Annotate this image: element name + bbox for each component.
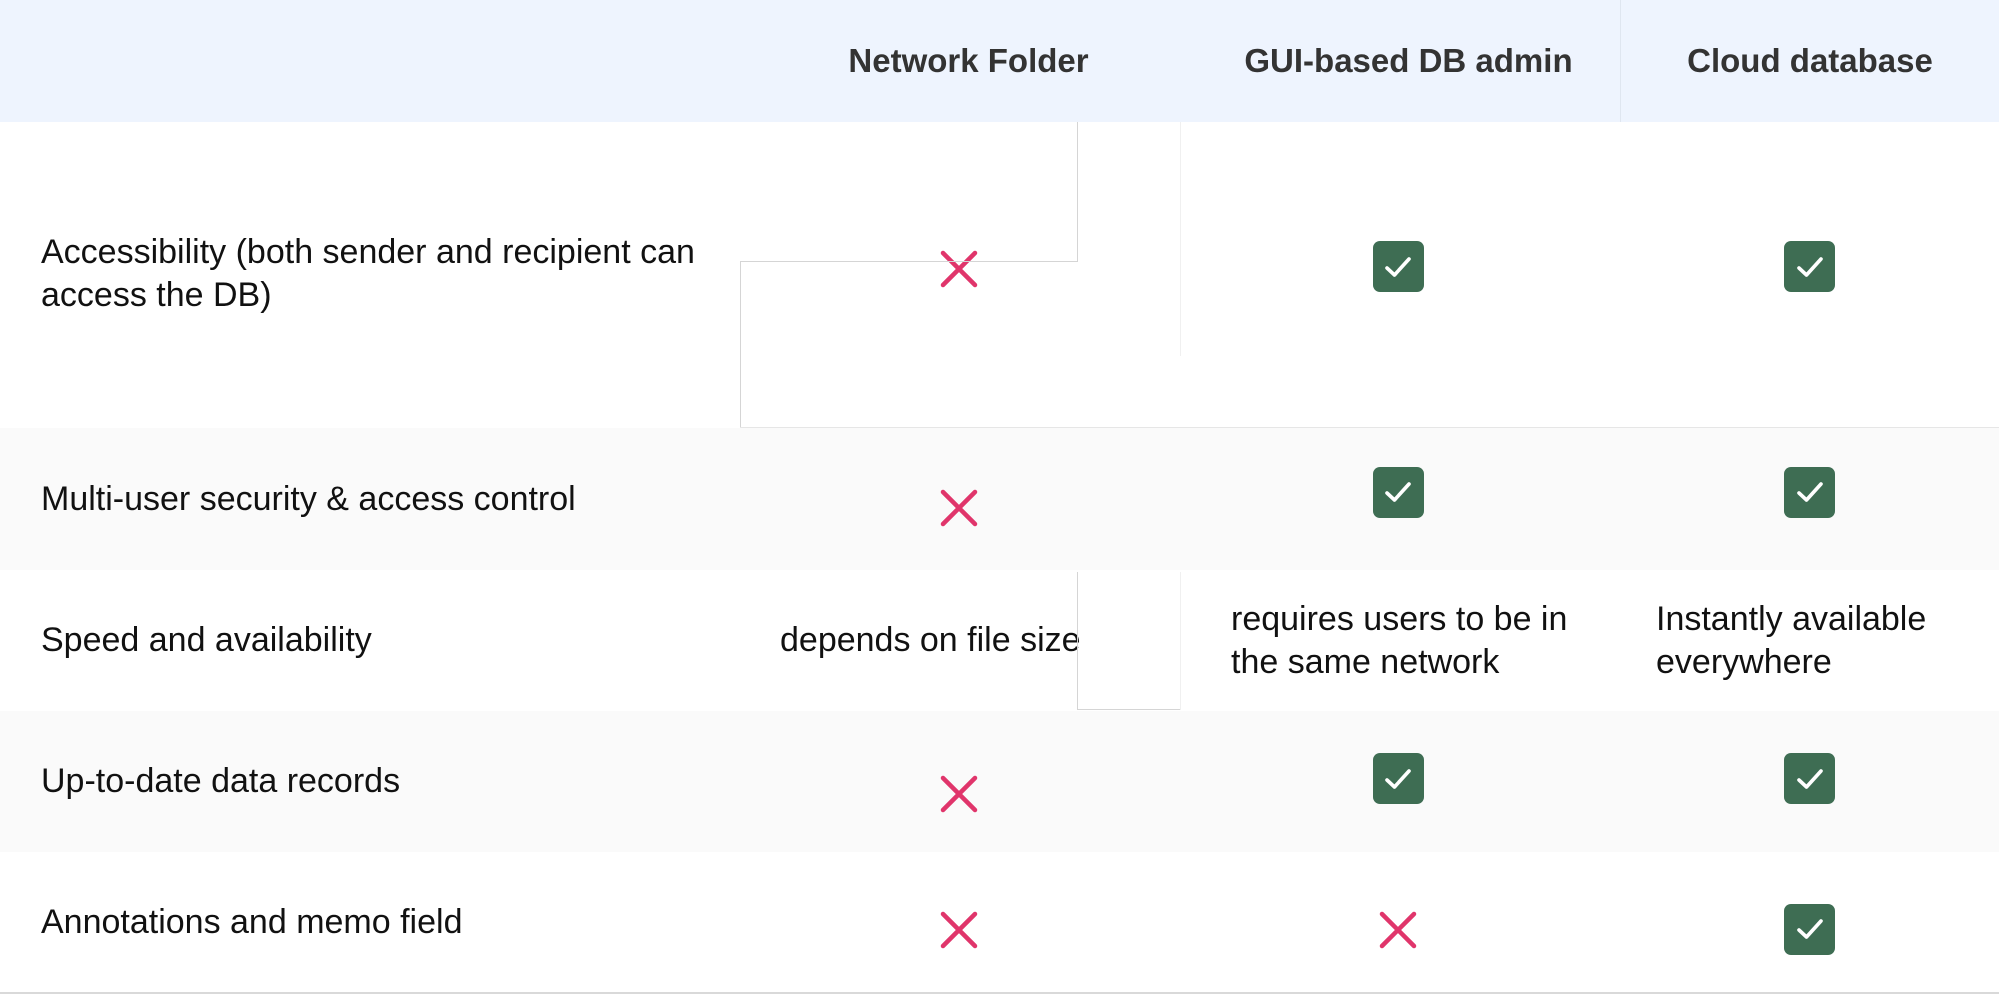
cell-cloud-database — [1620, 852, 1999, 992]
row-label: Accessibility (both sender and recipient… — [41, 232, 695, 314]
cross-icon — [1378, 910, 1418, 950]
cell-cloud-database — [1620, 711, 1999, 852]
row-label: Speed and availability — [41, 621, 372, 659]
row-label: Annotations and memo field — [41, 902, 463, 941]
cell-cloud-database — [1620, 122, 1999, 427]
cell-cloud-database — [1620, 428, 1999, 570]
grid-line — [1180, 122, 1181, 356]
grid-line — [1077, 709, 1181, 710]
cell-gui-db-admin — [1180, 428, 1616, 570]
cell-text: requires users to be in the same network — [1231, 599, 1568, 681]
check-icon — [1784, 903, 1835, 955]
cell-text: depends on file size — [780, 621, 1081, 659]
cell-gui-db-admin: requires users to be in the same network — [1180, 570, 1616, 711]
grid-line — [740, 427, 1999, 428]
table-bottom-border — [0, 992, 1999, 994]
check-icon — [1372, 753, 1424, 804]
cell-network-folder — [740, 852, 1177, 992]
grid-line — [740, 261, 741, 428]
table-row: Multi-user security & access control — [0, 428, 1999, 570]
header-divider — [1620, 0, 1621, 122]
cell-gui-db-admin — [1180, 711, 1616, 852]
table-row: Accessibility (both sender and recipient… — [0, 122, 1999, 427]
table-row: Up-to-date data records — [0, 711, 1999, 852]
cell-network-folder — [740, 122, 1177, 427]
check-icon — [1784, 753, 1835, 804]
header-network-folder: Network Folder — [848, 42, 1089, 79]
row-label: Up-to-date data records — [41, 762, 401, 800]
check-icon — [1372, 466, 1424, 518]
table-header: Network Folder GUI-based DB admin Cloud … — [0, 0, 1999, 122]
cross-icon — [939, 488, 979, 528]
cross-icon — [939, 910, 979, 950]
grid-line — [1077, 122, 1078, 262]
cell-gui-db-admin — [1180, 122, 1616, 427]
check-icon — [1784, 241, 1835, 292]
check-icon — [1372, 241, 1424, 292]
cross-icon — [939, 249, 979, 289]
header-gui-db-admin: GUI-based DB admin — [1244, 42, 1573, 79]
grid-line — [1180, 572, 1181, 710]
cell-gui-db-admin — [1180, 852, 1616, 992]
cell-network-folder: depends on file size — [740, 570, 1177, 711]
grid-line — [1077, 572, 1078, 710]
table-row: Speed and availability depends on file s… — [0, 570, 1999, 711]
header-cloud-database: Cloud database — [1687, 42, 1933, 79]
cell-cloud-database: Instantly available everywhere — [1620, 570, 1999, 711]
cell-network-folder — [740, 711, 1177, 852]
cell-network-folder — [740, 428, 1177, 570]
row-label: Multi-user security & access control — [41, 479, 576, 518]
cell-text: Instantly available everywhere — [1656, 599, 1927, 681]
check-icon — [1784, 466, 1835, 518]
table-row: Annotations and memo field — [0, 852, 1999, 992]
grid-line — [740, 261, 1077, 262]
cross-icon — [939, 774, 979, 814]
